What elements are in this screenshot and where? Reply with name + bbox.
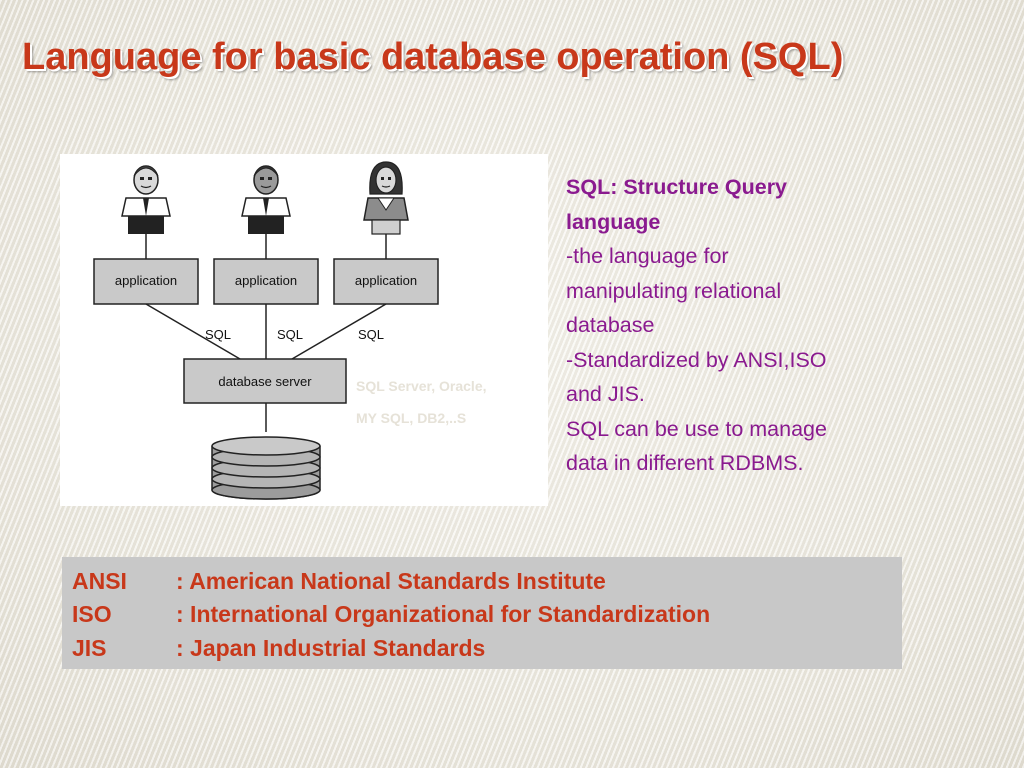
database-examples-line: MY SQL, DB2,..S xyxy=(356,410,467,426)
abbreviation-code: JIS xyxy=(72,635,107,661)
connector-line xyxy=(291,303,387,360)
sql-link-label: SQL xyxy=(205,327,231,342)
database-examples-line: SQL Server, Oracle, xyxy=(356,378,487,394)
sql-description-line: and JIS. xyxy=(566,382,645,406)
abbreviation-definition: : International Organizational for Stand… xyxy=(176,601,711,627)
database-server-box: database server xyxy=(183,358,347,404)
sql-architecture-diagram: application application application SQL … xyxy=(60,154,548,506)
application-box: application xyxy=(93,258,199,305)
sql-description: SQL: Structure Query language -the langu… xyxy=(566,170,926,481)
sql-description-heading: language xyxy=(566,209,661,234)
sql-description-line: data in different RDBMS. xyxy=(566,451,804,475)
user-male-icon xyxy=(121,165,171,234)
application-label: application xyxy=(235,273,297,288)
sql-description-heading: SQL: Structure Query xyxy=(566,175,788,199)
user-male-icon xyxy=(241,165,291,234)
abbreviation-definition: : American National Standards Institute xyxy=(176,568,606,594)
database-server-label: database server xyxy=(218,374,312,389)
diagram-svg: application application application SQL … xyxy=(93,161,439,500)
connector-line xyxy=(145,303,241,360)
abbreviation-definition: : Japan Industrial Standards xyxy=(176,635,486,661)
sql-description-line: manipulating relational xyxy=(566,278,782,303)
user-female-icon xyxy=(363,161,409,235)
sql-description-line: database xyxy=(566,313,655,337)
database-cylinder-icon xyxy=(211,436,321,500)
sql-description-line: -Standardized by ANSI,ISO xyxy=(566,347,827,372)
application-box: application xyxy=(333,258,439,305)
database-examples-note: SQL Server, Oracle, MY SQL, DB2,..S xyxy=(356,370,546,434)
abbreviation-code: ANSI xyxy=(72,568,127,594)
sql-link-label: SQL xyxy=(277,327,303,342)
sql-description-line: SQL can be use to manage xyxy=(566,416,827,441)
sql-description-line: -the language for xyxy=(566,244,729,268)
application-label: application xyxy=(355,273,417,288)
application-label: application xyxy=(115,273,177,288)
application-box: application xyxy=(213,258,319,305)
abbreviation-code: ISO xyxy=(72,601,112,627)
sql-link-label: SQL xyxy=(358,327,384,342)
slide-title: Language for basic database operation (S… xyxy=(22,36,844,78)
abbreviations-box: ANSI : American National Standards Insti… xyxy=(62,557,902,669)
